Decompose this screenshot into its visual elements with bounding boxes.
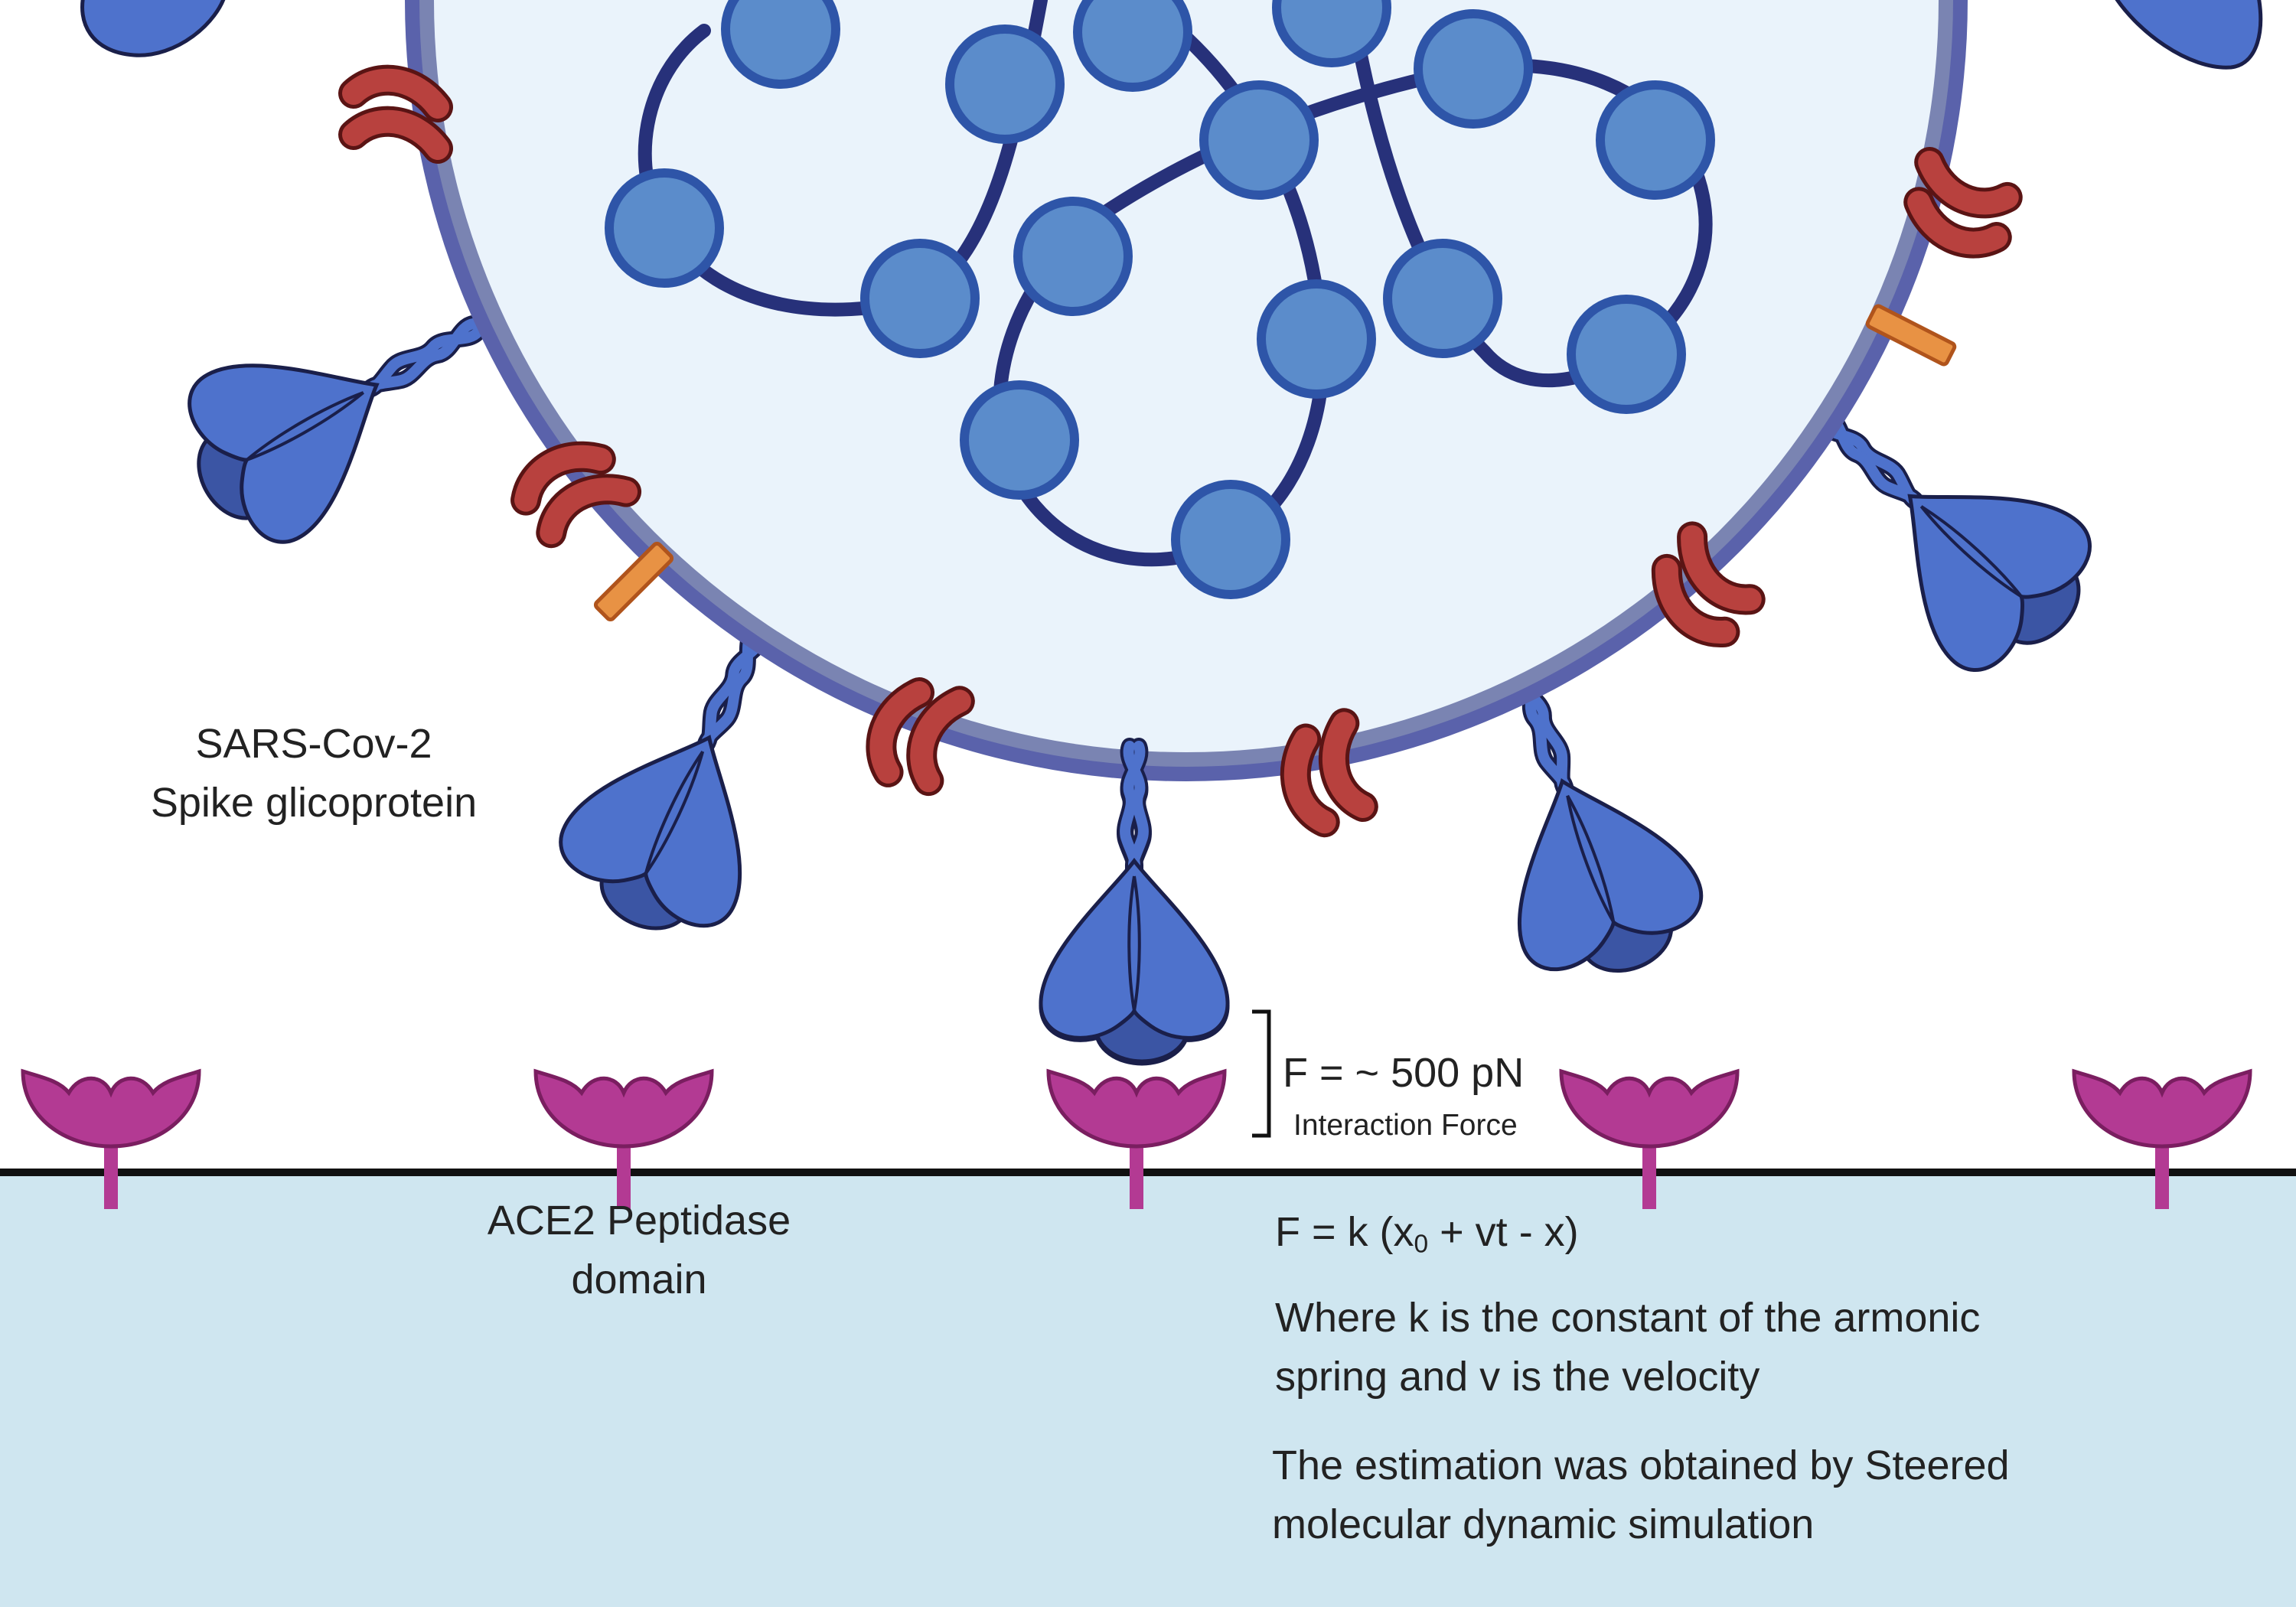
nucleocapsid-protein (865, 243, 975, 354)
nucleocapsid-protein (950, 29, 1060, 139)
spike-label-line1: SARS-Cov-2 (195, 721, 432, 767)
force-value: F = ~ 500 pN (1283, 1050, 1525, 1096)
nucleocapsid-protein (1261, 284, 1371, 394)
spike-protein-partial (2115, 0, 2263, 70)
nucleocapsid-protein (1204, 85, 1314, 195)
force-caption: Interaction Force (1293, 1109, 1518, 1142)
nucleocapsid-protein (1176, 484, 1286, 595)
estimation-line1: The estimation was obtained by Steered (1272, 1442, 2010, 1488)
spike-label-line2: Spike glicoprotein (150, 780, 478, 826)
envelope-protein (594, 542, 673, 621)
nucleocapsid-protein (964, 385, 1075, 495)
ace2-label-line1: ACE2 Peptidase (487, 1198, 791, 1244)
nucleocapsid-protein (609, 173, 719, 283)
membrane-protein (517, 438, 626, 543)
formula-suffix: + vt - x) (1428, 1209, 1579, 1255)
estimation-line2: molecular dynamic simulation (1272, 1501, 1815, 1547)
nucleocapsid-protein (726, 0, 836, 84)
nucleocapsid-protein (1418, 14, 1528, 124)
spike-protein-bound (1041, 746, 1228, 1061)
nucleocapsid-protein (1571, 299, 1681, 409)
formula-subscript: 0 (1414, 1230, 1429, 1259)
nucleocapsid-protein (1600, 85, 1711, 195)
membrane-protein (354, 80, 438, 148)
spike-protein-partial (80, 0, 226, 57)
rna-strand (638, 0, 1048, 317)
force-formula: F = k (x0 + vt - x) (1275, 1209, 1579, 1257)
ace2-label-line2: domain (571, 1257, 707, 1302)
nucleocapsid-protein (1018, 201, 1128, 311)
virus-interior (434, 0, 1939, 752)
force-bracket (1252, 1009, 1271, 1138)
nucleocapsid-protein (1388, 243, 1498, 354)
where-line1: Where k is the constant of the armonic (1275, 1295, 1981, 1341)
membrane-protein (1912, 162, 2011, 250)
cell-surface (0, 1172, 2296, 1607)
nucleocapsid-protein (1078, 0, 1188, 87)
formula-prefix: F = k (x (1275, 1209, 1414, 1255)
rna-strand (993, 16, 1713, 567)
where-line2: spring and v is the velocity (1275, 1354, 1760, 1400)
